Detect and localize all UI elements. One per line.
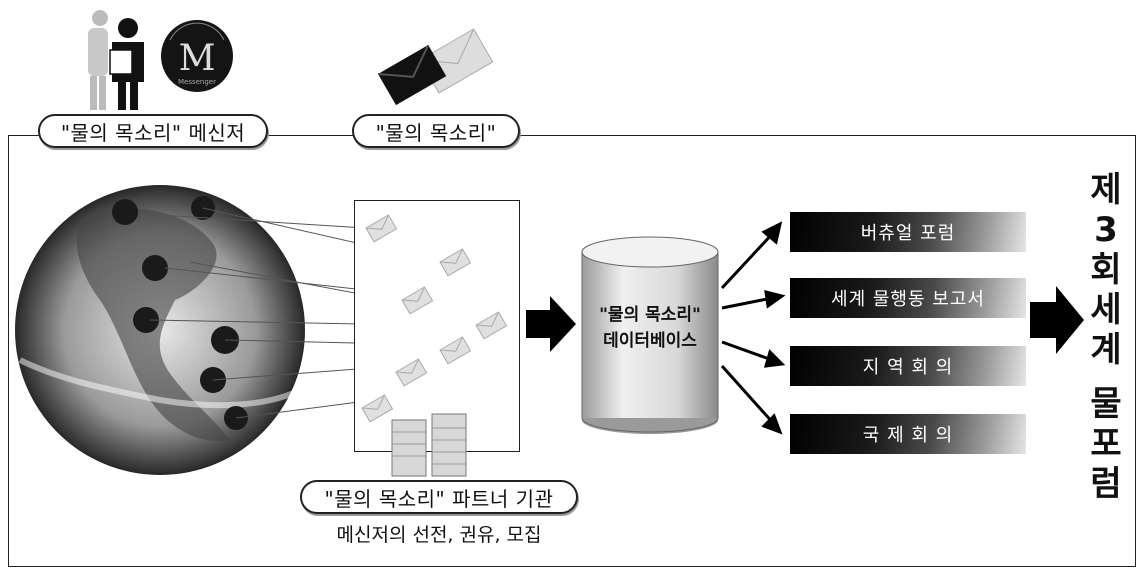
forum-title-char: 세 [1090, 290, 1122, 330]
partner-label: "물의 목소리" 파트너 기관 [300, 480, 578, 514]
envelope-icon [377, 28, 494, 106]
messenger-logo-icon: M Messenger [161, 20, 233, 92]
voice-label-text: "물의 목소리" [375, 120, 497, 145]
forum-title-char: 제 [1090, 170, 1122, 210]
forum-title-char: 회 [1090, 250, 1122, 290]
forum-title: 제 3 회 세 계 물 포 럼 [1082, 170, 1130, 504]
database-label-line2: 데이터베이스 [603, 331, 697, 351]
output-regional-meetings: 지 역 회 의 [790, 346, 1026, 386]
partner-label-text: "물의 목소리" 파트너 기관 [324, 486, 554, 511]
server-icon [391, 413, 467, 477]
svg-text:M: M [179, 38, 216, 79]
forum-title-char: 3 [1094, 210, 1118, 250]
partner-caption: 메신저의 선전, 권유, 모집 [336, 524, 542, 546]
database-label-line1: "물의 목소리" [599, 305, 701, 325]
messenger-people-icon [88, 10, 144, 110]
arrow-right-icon [526, 286, 1084, 354]
output-world-water-action-report: 세계 물행동 보고서 [790, 278, 1026, 318]
logo-text: Messenger [178, 78, 216, 86]
messenger-label: "물의 목소리" 메신저 [38, 114, 268, 148]
forum-title-char: 계 [1090, 330, 1122, 370]
forum-title-char: 물 [1090, 384, 1122, 424]
output-international-meetings: 국 제 회 의 [790, 414, 1026, 454]
database-label: "물의 목소리" 데이터베이스 [580, 302, 720, 354]
messenger-label-text: "물의 목소리" 메신저 [60, 120, 246, 145]
forum-title-char: 럼 [1090, 464, 1122, 504]
envelope-icon [361, 214, 508, 423]
diagram-frame [8, 135, 1136, 567]
database-cylinder-icon [581, 236, 719, 434]
forum-title-char: 포 [1090, 424, 1122, 464]
output-virtual-forum: 버츄얼 포럼 [790, 212, 1026, 252]
voice-label: "물의 목소리" [352, 114, 520, 148]
